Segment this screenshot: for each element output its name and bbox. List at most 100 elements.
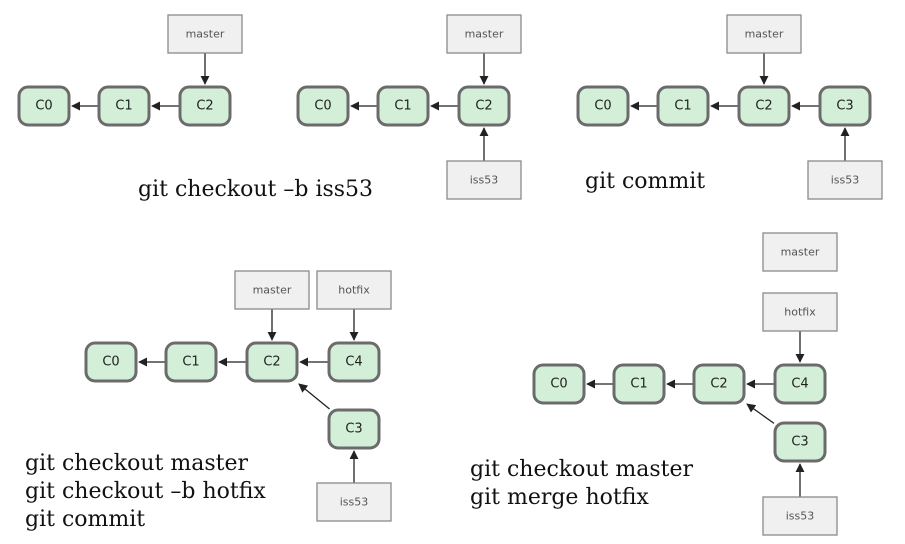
commit-box bbox=[692, 363, 746, 405]
branch-hotfix: hotfix bbox=[316, 270, 392, 310]
commit-box bbox=[178, 85, 232, 127]
branch-hotfix: hotfix bbox=[762, 292, 838, 332]
branch-master: master bbox=[762, 232, 838, 272]
branch-label: iss53 bbox=[340, 496, 369, 509]
branch-master: master bbox=[234, 270, 310, 310]
commit-c0: C0 bbox=[576, 85, 630, 127]
commit-c2: C2 bbox=[457, 85, 511, 127]
branch-label: hotfix bbox=[338, 284, 370, 297]
commit-c0: C0 bbox=[84, 341, 138, 383]
commit-box bbox=[17, 85, 71, 127]
commit-c4: C4 bbox=[327, 341, 381, 383]
branch-iss53: iss53 bbox=[762, 496, 838, 536]
panel-3: C0 C1 C2 C3 master iss53 bbox=[576, 14, 883, 200]
commit-label: C0 bbox=[102, 355, 119, 370]
branch-master: master bbox=[167, 14, 243, 54]
commit-c3: C3 bbox=[327, 408, 381, 450]
caption-line: git checkout master bbox=[25, 451, 249, 476]
commit-box bbox=[818, 85, 872, 127]
commit-box bbox=[84, 341, 138, 383]
commit-box bbox=[245, 341, 299, 383]
branch-box bbox=[316, 482, 392, 522]
commit-c2: C2 bbox=[245, 341, 299, 383]
branch-box bbox=[446, 14, 522, 54]
caption-line: git checkout –b iss53 bbox=[138, 177, 374, 202]
commit-box bbox=[737, 85, 791, 127]
commit-box bbox=[612, 363, 666, 405]
commit-label: C2 bbox=[263, 355, 280, 370]
commit-label: C2 bbox=[710, 377, 727, 392]
caption-line: git commit bbox=[585, 169, 706, 194]
caption-line: git checkout –b hotfix bbox=[25, 479, 266, 504]
caption-line: git checkout master bbox=[470, 457, 694, 482]
branch-iss53: iss53 bbox=[446, 160, 522, 200]
commit-label: C2 bbox=[755, 99, 772, 114]
caption-panel-5: git checkout master git merge hotfix bbox=[470, 456, 693, 512]
branch-label: master bbox=[745, 28, 784, 41]
commit-box bbox=[457, 85, 511, 127]
branch-label: iss53 bbox=[786, 510, 815, 523]
commit-box bbox=[164, 341, 218, 383]
branch-master: master bbox=[726, 14, 802, 54]
branch-box bbox=[167, 14, 243, 54]
caption-panel-3: git commit bbox=[585, 168, 705, 196]
commit-c0: C0 bbox=[532, 363, 586, 405]
commit-box bbox=[576, 85, 630, 127]
commit-label: C1 bbox=[674, 99, 691, 114]
commit-c2: C2 bbox=[178, 85, 232, 127]
commit-box bbox=[773, 421, 827, 463]
commit-label: C0 bbox=[35, 99, 52, 114]
commit-c2: C2 bbox=[737, 85, 791, 127]
commit-c1: C1 bbox=[656, 85, 710, 127]
panel-1: C0 C1 C2 master bbox=[17, 14, 243, 127]
parent-arrow bbox=[298, 383, 330, 410]
branch-label: master bbox=[186, 28, 225, 41]
branch-box bbox=[762, 232, 838, 272]
commit-label: C4 bbox=[345, 355, 362, 370]
commit-c3: C3 bbox=[818, 85, 872, 127]
commit-c1: C1 bbox=[97, 85, 151, 127]
commit-label: C3 bbox=[791, 435, 808, 450]
branch-label: iss53 bbox=[470, 174, 499, 187]
commit-label: C2 bbox=[196, 99, 213, 114]
caption-line: git commit bbox=[25, 507, 146, 532]
commit-box bbox=[532, 363, 586, 405]
commit-box bbox=[327, 408, 381, 450]
commit-label: C3 bbox=[836, 99, 853, 114]
commit-box bbox=[656, 85, 710, 127]
parent-arrow bbox=[746, 403, 775, 424]
commit-label: C0 bbox=[314, 99, 331, 114]
caption-panel-1: git checkout –b iss53 bbox=[138, 176, 373, 204]
commit-box bbox=[376, 85, 430, 127]
commit-label: C4 bbox=[791, 377, 808, 392]
branch-iss53: iss53 bbox=[807, 160, 883, 200]
branch-box bbox=[807, 160, 883, 200]
branch-master: master bbox=[446, 14, 522, 54]
commit-c4: C4 bbox=[773, 363, 827, 405]
commit-label: C1 bbox=[394, 99, 411, 114]
commit-box bbox=[97, 85, 151, 127]
commit-c3: C3 bbox=[773, 421, 827, 463]
commit-c1: C1 bbox=[164, 341, 218, 383]
branch-label: hotfix bbox=[784, 306, 816, 319]
commit-label: C0 bbox=[550, 377, 567, 392]
commit-box bbox=[296, 85, 350, 127]
branch-box bbox=[446, 160, 522, 200]
branch-label: master bbox=[781, 246, 820, 259]
branch-box bbox=[726, 14, 802, 54]
commit-label: C1 bbox=[182, 355, 199, 370]
caption-panel-4: git checkout master git checkout –b hotf… bbox=[25, 450, 266, 534]
commit-c0: C0 bbox=[17, 85, 71, 127]
commit-box bbox=[327, 341, 381, 383]
branch-iss53: iss53 bbox=[316, 482, 392, 522]
branch-label: master bbox=[253, 284, 292, 297]
commit-label: C0 bbox=[594, 99, 611, 114]
branch-label: master bbox=[465, 28, 504, 41]
commit-box bbox=[773, 363, 827, 405]
commit-label: C2 bbox=[475, 99, 492, 114]
commit-c0: C0 bbox=[296, 85, 350, 127]
panel-2: C0 C1 C2 master iss53 bbox=[296, 14, 522, 200]
branch-box bbox=[316, 270, 392, 310]
